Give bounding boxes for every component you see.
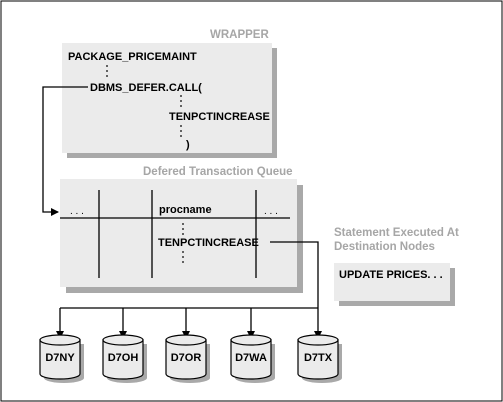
call-to-queue-arrow	[42, 86, 88, 216]
wrapper-dots-1	[106, 65, 108, 77]
wrapper-heading: WRAPPER	[210, 29, 269, 41]
database-body	[39, 339, 81, 380]
queue-right-ellipsis: . . .	[264, 206, 278, 217]
database-node-d7ny: D7NY	[39, 334, 84, 383]
database-node-d7or: D7OR	[165, 334, 210, 383]
queue-dots-2	[182, 251, 184, 263]
queue-heading: Defered Transaction Queue	[143, 166, 293, 178]
wrapper-box: WRAPPER PACKAGE_PRICEMAINT DBMS_DEFER.CA…	[62, 29, 277, 158]
database-label: D7NY	[45, 352, 75, 364]
entry-to-node-arrow	[270, 241, 322, 339]
database-nodes: D7NY D7OH D7OR D7WA D7TX	[39, 334, 342, 383]
database-label: D7TX	[304, 352, 333, 364]
statement-heading-line2: Destination Nodes	[334, 241, 435, 253]
statement-heading-line1: Statement Executed At	[334, 227, 459, 239]
queue-left-ellipsis: . . .	[70, 206, 84, 217]
wrapper-panel	[62, 43, 272, 153]
statement-group: Statement Executed At Destination Nodes …	[334, 227, 459, 306]
database-top	[102, 334, 144, 346]
queue-entry: TENPCTINCREASE	[158, 237, 259, 249]
database-label: D7OH	[108, 352, 139, 364]
database-top	[297, 334, 339, 346]
queue-panel	[60, 179, 297, 287]
wrapper-dots-2	[180, 95, 182, 107]
wrapper-close-line: )	[186, 139, 190, 151]
queue-box: Defered Transaction Queue . . . procname…	[60, 166, 303, 293]
database-label: D7OR	[171, 352, 202, 364]
database-node-d7wa: D7WA	[230, 334, 275, 383]
database-node-d7oh: D7OH	[102, 334, 147, 383]
database-label: D7WA	[235, 352, 267, 364]
statement-text: UPDATE PRICES. . .	[339, 269, 443, 281]
database-body	[297, 339, 339, 380]
database-node-d7tx: D7TX	[297, 334, 342, 383]
wrapper-dots-3	[180, 125, 182, 137]
wrapper-call-line: DBMS_DEFER.CALL(	[90, 82, 202, 94]
database-top	[39, 334, 81, 346]
queue-column-header: procname	[159, 204, 212, 216]
wrapper-arg-line: TENPCTINCREASE	[169, 111, 270, 123]
wrapper-package-line: PACKAGE_PRICEMAINT	[68, 51, 197, 63]
database-body	[102, 339, 144, 380]
database-top	[165, 334, 207, 346]
database-body	[165, 339, 207, 380]
statement-panel	[334, 263, 450, 301]
database-body	[230, 339, 272, 380]
queue-dots-1	[182, 223, 184, 235]
database-top	[230, 334, 272, 346]
